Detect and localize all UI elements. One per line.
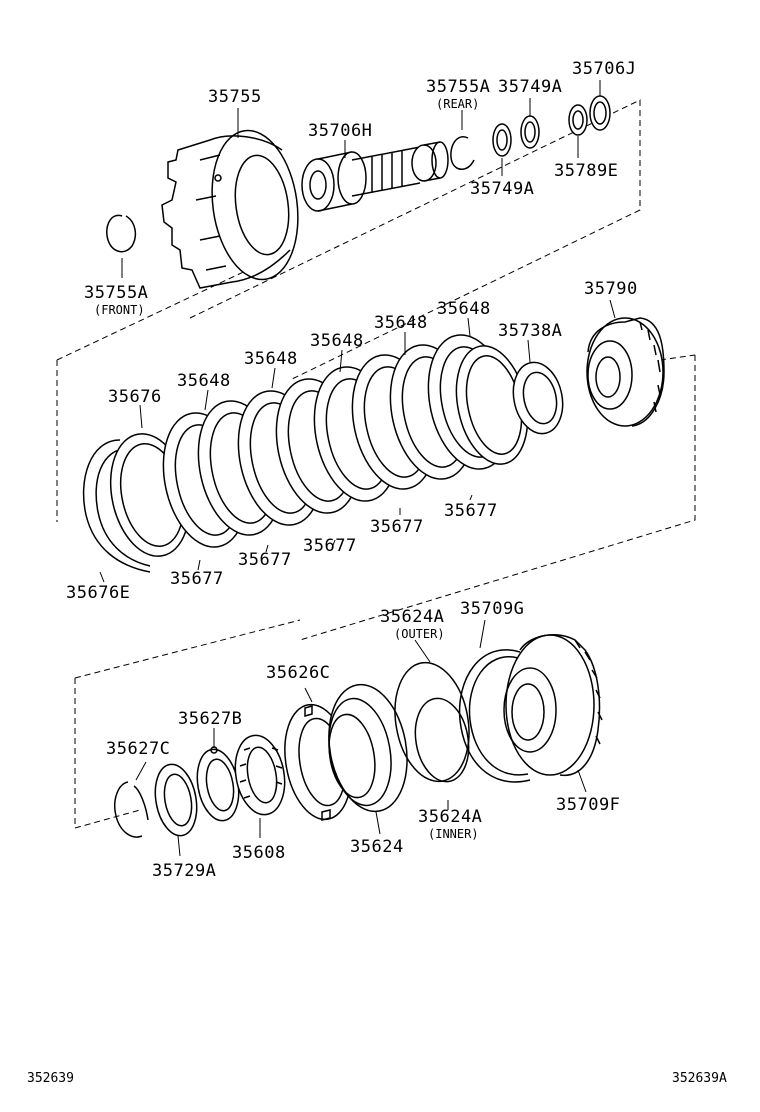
label-35709F: 35709F (556, 795, 620, 815)
race-35706J (589, 95, 611, 131)
label-35729A: 35729A (152, 861, 216, 881)
ring-35738A (512, 361, 564, 435)
snap-ring-35676E (82, 439, 151, 573)
bearing-35789E (568, 104, 588, 136)
diagram-id-right: 352639A (672, 1071, 727, 1086)
plate-35729A (154, 763, 198, 837)
snap-ring-35709G (458, 649, 531, 783)
label-35755A-front: 35755A (84, 283, 148, 303)
ring-35627B (196, 746, 240, 822)
label-rear: (REAR) (436, 97, 479, 111)
bearing-35608 (234, 734, 286, 816)
label-35648-c: 35648 (310, 331, 364, 351)
label-35749A-top: 35749A (498, 77, 562, 97)
label-35677-a: 35677 (170, 569, 224, 589)
label-35624: 35624 (350, 837, 404, 857)
clutch-pack (162, 334, 529, 548)
label-35749A-bottom: 35749A (470, 179, 534, 199)
label-35706H: 35706H (308, 121, 372, 141)
snap-ring-35755A-rear (450, 136, 475, 170)
bottom-group-frame (74, 619, 301, 829)
label-front: (FRONT) (94, 303, 145, 317)
label-35648-b: 35648 (244, 349, 298, 369)
label-35677-e: 35677 (444, 501, 498, 521)
label-35677-d: 35677 (370, 517, 424, 537)
snap-ring-35627C (114, 781, 149, 838)
label-35627B: 35627B (178, 709, 242, 729)
label-35789E: 35789E (554, 161, 618, 181)
label-35755A-rear: 35755A (426, 77, 490, 97)
label-35755: 35755 (208, 87, 262, 107)
thrust-washers-35749A (492, 115, 540, 157)
label-35626C: 35626C (266, 663, 330, 683)
label-35627C: 35627C (106, 739, 170, 759)
snap-ring-35755A-front (106, 214, 137, 253)
label-35738A: 35738A (498, 321, 562, 341)
top-group-frame (189, 99, 641, 381)
label-35624A-inner: 35624A (418, 807, 482, 827)
shaft-35706H (301, 141, 449, 212)
diagram-id-left: 352639 (27, 1071, 74, 1086)
label-35648-d: 35648 (374, 313, 428, 333)
label-35648-a: 35648 (177, 371, 231, 391)
label-inner: (INNER) (428, 827, 479, 841)
piston-35624 (328, 683, 408, 813)
label-35709G: 35709G (460, 599, 524, 619)
housing-35709F (503, 634, 603, 776)
label-35790: 35790 (584, 279, 638, 299)
label-outer: (OUTER) (394, 627, 445, 641)
hub-35790 (586, 317, 665, 427)
middle-group-frame (56, 249, 696, 641)
label-35677-b: 35677 (238, 550, 292, 570)
label-35676E: 35676E (66, 583, 130, 603)
seal-35624A-inner (414, 697, 470, 783)
label-35624A-outer: 35624A (380, 607, 444, 627)
label-35676: 35676 (108, 387, 162, 407)
label-35648-e: 35648 (437, 299, 491, 319)
label-35608: 35608 (232, 843, 286, 863)
label-35706J: 35706J (572, 59, 636, 79)
label-35677-c: 35677 (303, 536, 357, 556)
drum-35755 (161, 129, 299, 289)
